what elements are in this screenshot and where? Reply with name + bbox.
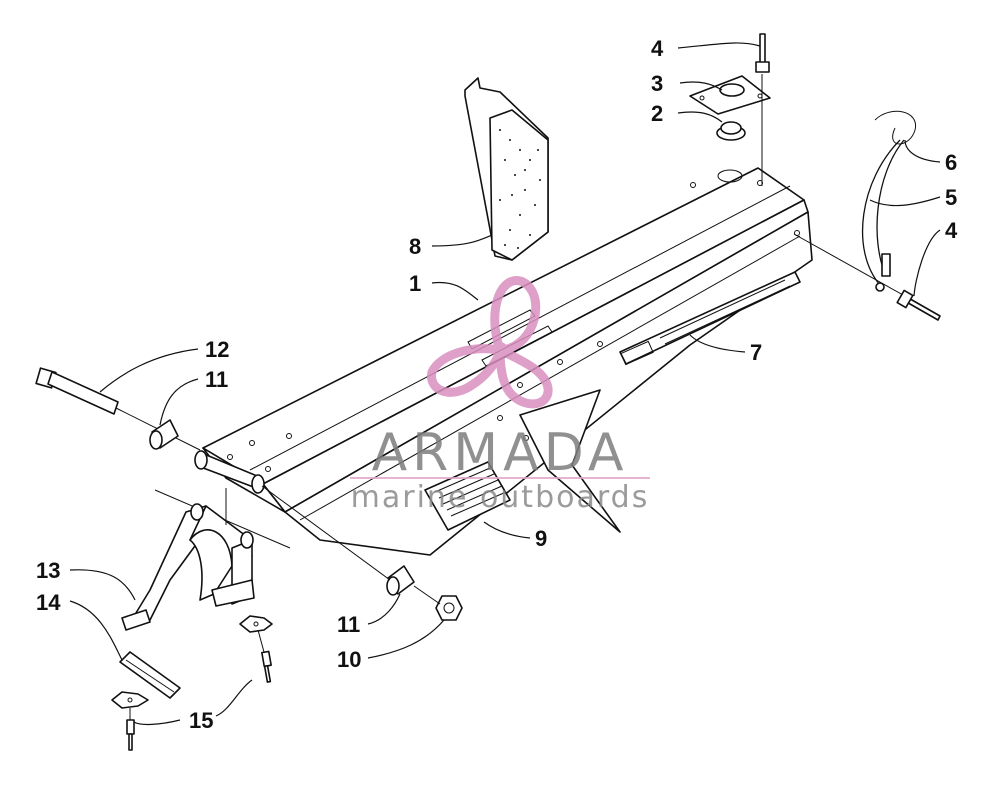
side-decal bbox=[619, 271, 801, 366]
washer-left bbox=[111, 691, 149, 709]
foot-pad bbox=[464, 77, 549, 261]
callout-1: 1 bbox=[409, 271, 421, 296]
callout-4-top: 4 bbox=[651, 36, 664, 61]
callout-8: 8 bbox=[409, 234, 421, 259]
watermark-title: ARMADA bbox=[372, 423, 629, 483]
propeller-logo bbox=[427, 276, 553, 409]
cup-plate bbox=[689, 75, 771, 115]
callout-13: 13 bbox=[36, 558, 60, 583]
lanyard-assembly bbox=[862, 110, 916, 292]
grommet bbox=[716, 121, 746, 141]
hex-nut bbox=[413, 585, 463, 621]
callout-3: 3 bbox=[651, 71, 663, 96]
rivet-right bbox=[793, 233, 941, 321]
callout-11-rear: 11 bbox=[205, 367, 228, 392]
spacer-rear bbox=[149, 419, 179, 450]
watermark-subtitle: marine outboards bbox=[351, 480, 650, 515]
callout-4-right: 4 bbox=[945, 218, 958, 243]
callout-15: 15 bbox=[189, 708, 213, 733]
rivet-top bbox=[755, 33, 770, 186]
leader-lines bbox=[69, 42, 941, 726]
spacer-front bbox=[261, 485, 415, 596]
washer-right bbox=[239, 615, 273, 633]
rivet-lower-right bbox=[257, 629, 272, 683]
callout-7: 7 bbox=[750, 340, 762, 365]
callout-9: 9 bbox=[535, 526, 547, 551]
callout-10: 10 bbox=[337, 647, 361, 672]
callout-11-front: 11 bbox=[337, 612, 360, 637]
rivet-lower-left bbox=[126, 708, 135, 751]
rubber-pad bbox=[119, 651, 181, 699]
callout-6: 6 bbox=[945, 150, 957, 175]
hinge-tube bbox=[194, 450, 265, 494]
callout-14: 14 bbox=[36, 590, 61, 615]
callout-2: 2 bbox=[651, 101, 663, 126]
callout-5: 5 bbox=[945, 185, 957, 210]
callout-labels: 4 3 2 6 5 4 7 8 1 9 10 11 11 12 13 14 15 bbox=[36, 36, 958, 733]
callout-12: 12 bbox=[205, 337, 229, 362]
mount-bracket bbox=[121, 488, 291, 631]
armada-watermark: ARMADA marine outboards bbox=[350, 276, 650, 515]
